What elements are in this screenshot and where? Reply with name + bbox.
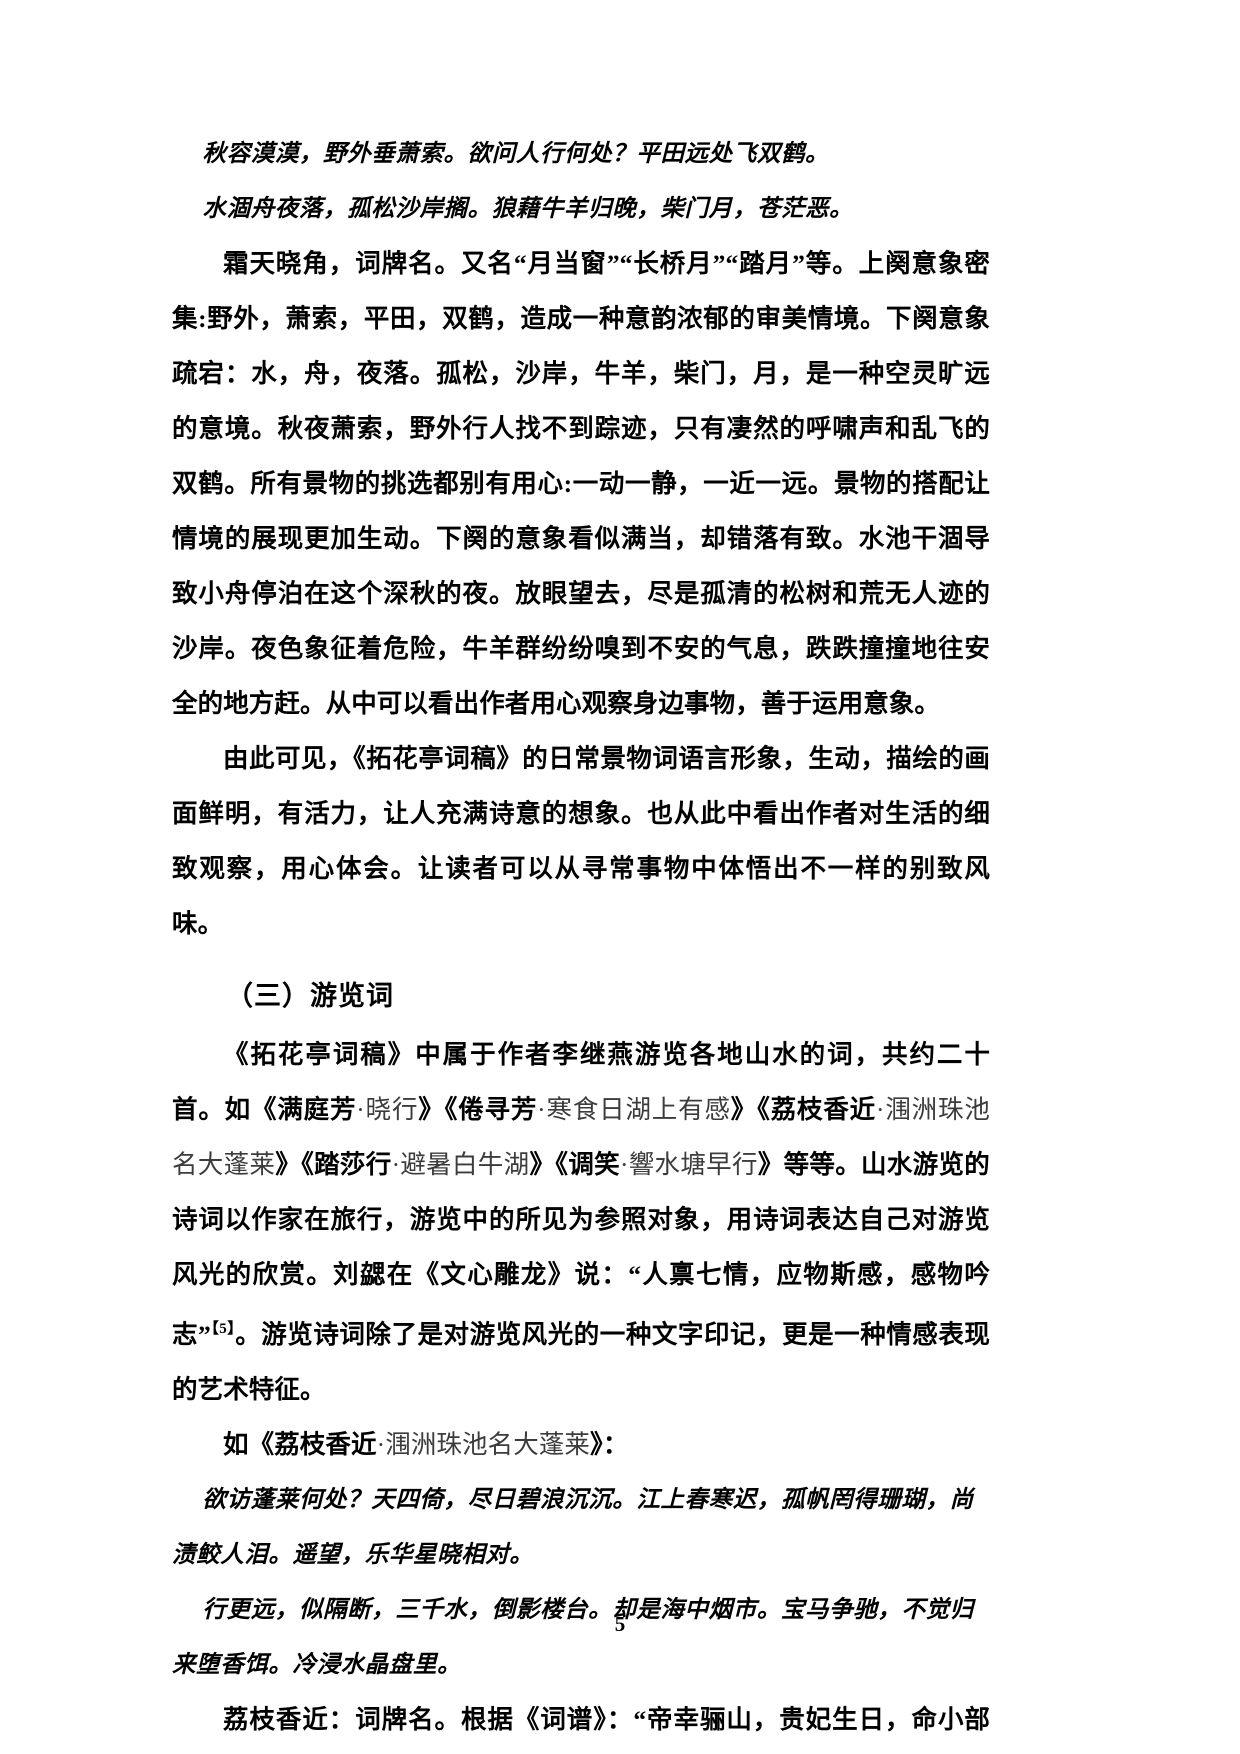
page-number: 5 bbox=[614, 1612, 626, 1636]
bracket-close: 》 bbox=[529, 1150, 556, 1179]
paragraph-commentary: 荔枝香近：词牌名。根据《词谱》：“帝幸骊山，贵妃生日，命小部张乐长生殿，奏新曲，… bbox=[172, 1692, 990, 1754]
cipai-name: 荔枝香近 bbox=[274, 1430, 377, 1459]
ci-subtitle: 涠洲珠池名大蓬莱 bbox=[385, 1430, 591, 1459]
bracket-close: 》 bbox=[590, 1430, 603, 1459]
verse-line: 秋容漠漠，野外垂萧索。欲问人行何处？平田远处飞双鹤。 bbox=[202, 139, 830, 167]
text-column: 秋容漠漠，野外垂萧索。欲问人行何处？平田远处飞双鹤。 水涸舟夜落，孤松沙岸搁。狼… bbox=[172, 126, 990, 1754]
cipai-name: 满庭芳 bbox=[277, 1095, 357, 1124]
interpunct: · bbox=[391, 1150, 401, 1179]
ci-subtitle: 響水塘早行 bbox=[628, 1150, 758, 1179]
example-lead-word: 如 bbox=[223, 1430, 249, 1459]
footnote-reference-5[interactable]: 【5】 bbox=[210, 1321, 236, 1337]
bracket-open: 《 bbox=[250, 1095, 278, 1124]
ci-title: 《满庭芳·晓行》 bbox=[251, 1095, 445, 1124]
ci-title: 《调笑·響水塘早行》 bbox=[555, 1150, 783, 1179]
verse-line: 欲访蓬莱何处？天四倚，尽日碧浪沉沉。江上春寒迟，孤帆罔得珊瑚，尚 bbox=[202, 1485, 974, 1513]
bracket-open: 《 bbox=[555, 1150, 569, 1179]
ci-title: 《踏莎行·避暑白牛湖》 bbox=[301, 1150, 555, 1179]
verse-line: 渍鲛人泪。遥望，乐华星晓相对。 bbox=[172, 1540, 534, 1568]
intro-lead-c: 。游览诗词除了是对游览风光的一种文字印记，更是一种情感表现的艺术特征。 bbox=[172, 1320, 990, 1404]
paragraph-analysis-1: 霜天晓角，词牌名。又名“月当窗”“长桥月”“踏月”等。上阕意象密集:野外，萧索，… bbox=[172, 249, 990, 718]
bracket-close: 》 bbox=[730, 1095, 758, 1124]
interpunct: · bbox=[376, 1430, 386, 1459]
ci-title: 《荔枝香近·涠洲珠池名大蓬莱》 bbox=[249, 1430, 603, 1459]
interpunct: · bbox=[356, 1095, 365, 1124]
bracket-open: 《 bbox=[444, 1095, 459, 1124]
cipai-label: 荔枝香近 bbox=[223, 1705, 329, 1734]
bracket-close: 》 bbox=[757, 1150, 784, 1179]
ci-title: 《倦寻芳·寒食日湖上有感》 bbox=[445, 1095, 758, 1124]
ci-subtitle: 避暑白牛湖 bbox=[400, 1150, 530, 1179]
ci-subtitle: 晓行 bbox=[364, 1095, 419, 1124]
ci-title: 《荔枝香近·涠洲珠池名大蓬莱》 bbox=[172, 1095, 990, 1179]
intro-lead-a: 《拓花亭词稿》中属于作者李继燕游览各地山水的词，共约二十首。如 bbox=[172, 1040, 990, 1124]
example-colon: ： bbox=[602, 1430, 629, 1459]
interpunct: · bbox=[876, 1095, 885, 1124]
bracket-close: 》 bbox=[418, 1095, 445, 1124]
bracket-close: 》 bbox=[275, 1150, 302, 1179]
ci-subtitle: 涠洲珠池名大蓬莱 bbox=[172, 1095, 990, 1179]
cipai-name: 踏莎行 bbox=[314, 1150, 392, 1179]
section-heading: （三）游览词 bbox=[226, 981, 394, 1011]
cipai-name: 荔枝香近 bbox=[770, 1095, 877, 1124]
cipai-name: 调笑 bbox=[568, 1150, 620, 1179]
intro-lead-b: 等等。山水游览的诗词以作家在旅行，游览中的所见为参照对象，用诗词表达自己对游览风… bbox=[172, 1150, 990, 1349]
spacer bbox=[172, 951, 990, 965]
verse-line: 行更远，似隔断，三千水，倒影楼台。却是海中烟市。宝马争驰，不觉归 bbox=[202, 1595, 974, 1623]
interpunct: · bbox=[619, 1150, 629, 1179]
bracket-open: 《 bbox=[248, 1430, 275, 1459]
cipai-name: 倦寻芳 bbox=[458, 1095, 538, 1124]
paragraph-example-lead: 如《荔枝香近·涠洲珠池名大蓬莱》： bbox=[172, 1417, 990, 1472]
paragraph-analysis-2: 由此可见，《拓花亭词稿》的日常景物词语言形象，生动，描绘的画面鲜明，有活力，让人… bbox=[172, 744, 990, 938]
bracket-open: 《 bbox=[757, 1095, 771, 1124]
commentary-body: ：词牌名。根据《词谱》：“帝幸骊山，贵妃生日，命小部张乐长生殿，奏新曲，未有名，… bbox=[328, 1705, 990, 1734]
verse-line: 来堕香饵。冷浸水晶盘里。 bbox=[172, 1650, 462, 1678]
ci-subtitle: 寒食日湖上有感 bbox=[545, 1095, 731, 1124]
paragraph-travel-intro: 《拓花亭词稿》中属于作者李继燕游览各地山水的词，共约二十首。如《满庭芳·晓行》《… bbox=[172, 1027, 990, 1417]
verse-line: 水涸舟夜落，孤松沙岸搁。狼藉牛羊归晚，柴门月，苍茫恶。 bbox=[202, 194, 854, 222]
bracket-open: 《 bbox=[301, 1150, 315, 1179]
interpunct: · bbox=[537, 1095, 546, 1124]
